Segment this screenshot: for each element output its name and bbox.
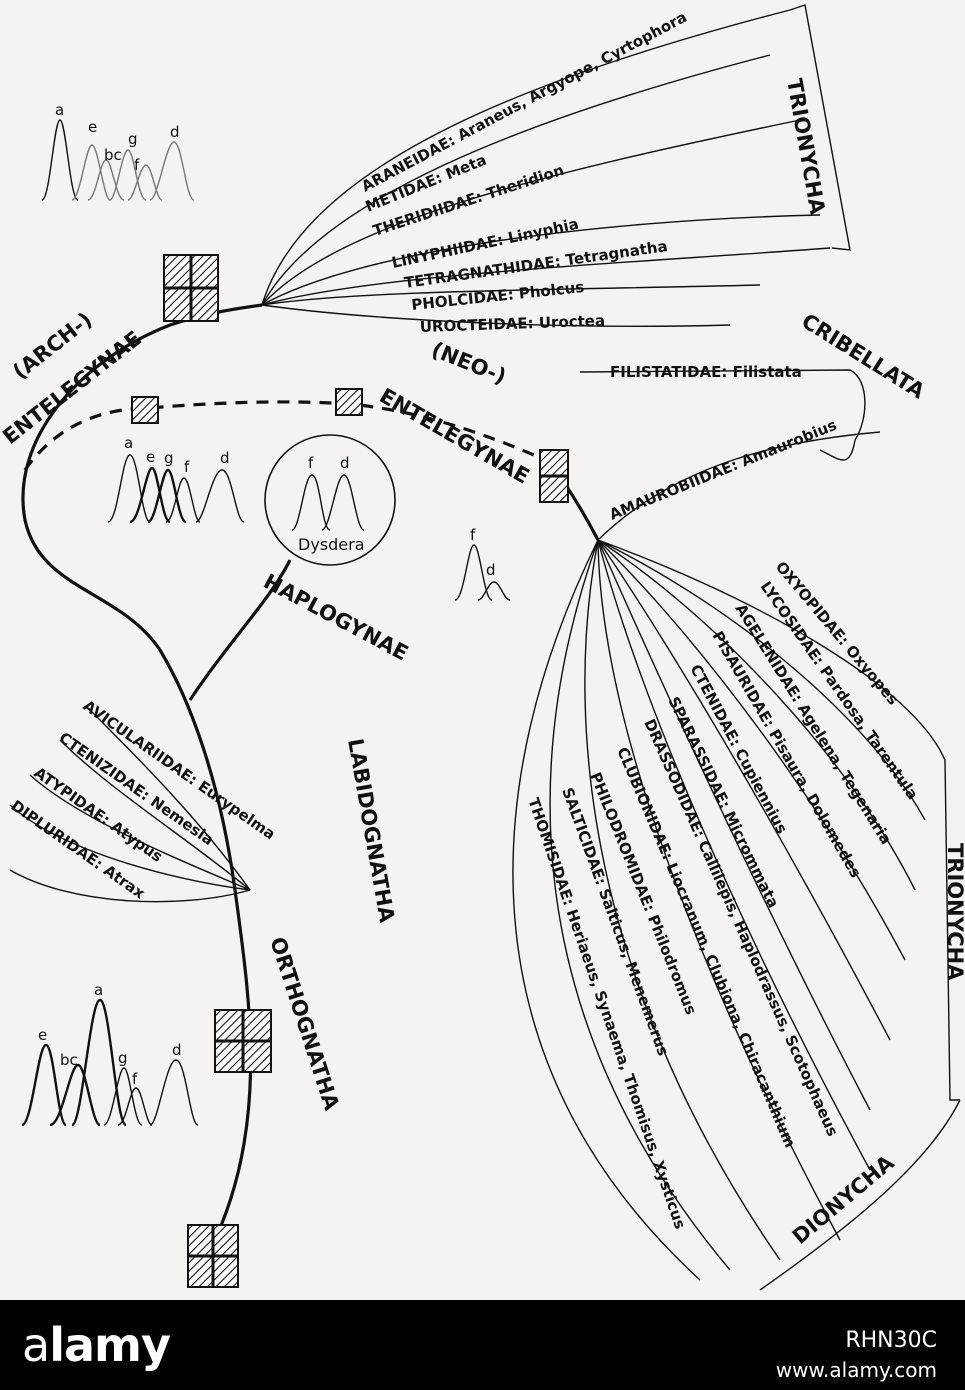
lower-family-branches bbox=[512, 539, 941, 1281]
peak-label: g bbox=[164, 449, 174, 467]
peak-label: e bbox=[88, 118, 97, 136]
peak-label: a bbox=[94, 981, 103, 999]
cribellata-link bbox=[819, 439, 856, 461]
peak-label: f bbox=[132, 1070, 138, 1088]
lower-family-labels: OXYOPIDAE: Oxyopes LYCOSIDAE: Pardosa, T… bbox=[524, 558, 922, 1231]
peak-label: f bbox=[134, 156, 140, 174]
node-square-amaurobius bbox=[539, 449, 569, 503]
family-atypidae: ATYPIDAE: Atypus bbox=[31, 764, 166, 866]
peak-label: d bbox=[486, 561, 496, 579]
dashed-entelegynae-line bbox=[23, 400, 551, 471]
upper-family-branches bbox=[261, 9, 831, 327]
peak-label: bc bbox=[104, 146, 122, 164]
phylogeny-figure: ARANEIDAE: Araneus, Argyope, Cyrtophora … bbox=[0, 0, 965, 1300]
peaks-inset-dysdera: f d bbox=[291, 454, 365, 531]
family-araneidae: ARANEIDAE: Araneus, Argyope, Cyrtophora bbox=[358, 8, 689, 196]
peaks-inset-neo: f d bbox=[454, 526, 511, 601]
node-square-arch bbox=[131, 396, 159, 424]
group-haplogynae: HAPLOGYNAE bbox=[260, 569, 412, 665]
dysdera-circle bbox=[264, 434, 396, 566]
peak-label: e bbox=[146, 448, 155, 466]
watermark-url: www.alamy.com bbox=[775, 1358, 937, 1382]
peak-label: d bbox=[170, 123, 180, 141]
peak-label: g bbox=[118, 1049, 128, 1067]
peaks-inset-arch: a e g f d bbox=[107, 434, 245, 524]
dysdera-label: Dysdera bbox=[298, 535, 365, 554]
upper-family-labels: ARANEIDAE: Araneus, Argyope, Cyrtophora … bbox=[358, 8, 689, 336]
peak-label: d bbox=[172, 1041, 182, 1059]
group-labidognatha: LABIDOGNATHA bbox=[343, 737, 399, 925]
image-id: RHN30C bbox=[845, 1328, 937, 1353]
peaks-inset-top: a e g bc f d bbox=[41, 101, 195, 201]
group-trionycha-right: TRIONYCHA bbox=[943, 843, 965, 981]
haplo-to-neo-branch bbox=[188, 559, 292, 701]
family-amaurobiidae: AMAUROBIIDAE: Amaurobius bbox=[607, 416, 840, 524]
peaks-inset-ortho: e a bc g f d bbox=[20, 981, 199, 1127]
peak-label: e bbox=[38, 1026, 47, 1044]
node-square-bottom bbox=[187, 1224, 239, 1288]
trionycha-right-bracket bbox=[939, 749, 960, 1101]
filistatidae-branch bbox=[579, 369, 866, 441]
dionycha-bracket bbox=[759, 1099, 961, 1291]
group-dionycha: DIONYCHA bbox=[788, 1150, 899, 1249]
group-neo-entelegynae: ENTELEGYNAE bbox=[376, 384, 534, 489]
labidognatha-trunk bbox=[21, 303, 263, 1251]
alamy-logo: aalamylamy bbox=[22, 1318, 171, 1372]
peak-label: a bbox=[124, 434, 133, 452]
phylogeny-diagram: ARANEIDAE: Araneus, Argyope, Cyrtophora … bbox=[0, 4, 965, 1291]
family-dipluridae: DIPLURIDAE: Atrax bbox=[8, 797, 149, 903]
group-orthognatha: ORTHOGNATHA bbox=[265, 934, 344, 1114]
amaurobiidae-branch bbox=[597, 431, 881, 541]
family-filistatidae: FILISTATIDAE: Filistata bbox=[610, 363, 802, 381]
node-square-upper bbox=[163, 254, 219, 322]
watermark-banner: aalamylamy RHN30C www.alamy.com bbox=[0, 1300, 965, 1390]
peak-label: f bbox=[308, 454, 314, 472]
peak-label: a bbox=[55, 101, 64, 119]
logo-dot: a bbox=[22, 1318, 50, 1372]
orthognatha-family-labels: AVICULARIIDAE: Eurypelma CTENIZIDAE: Nem… bbox=[8, 697, 279, 903]
family-urocteidae: UROCTEIDAE: Uroctea bbox=[420, 312, 606, 336]
node-square-neo bbox=[335, 388, 363, 416]
peak-label: g bbox=[128, 130, 138, 148]
peak-label: f bbox=[470, 526, 476, 544]
node-square-ortho bbox=[214, 1009, 272, 1073]
trionycha-top-bracket bbox=[789, 4, 851, 251]
orthognatha-branches bbox=[9, 709, 251, 903]
peak-label: d bbox=[220, 449, 230, 467]
group-neo-prefix: (NEO-) bbox=[428, 337, 509, 389]
peak-label: d bbox=[340, 454, 350, 472]
peak-label: f bbox=[184, 458, 190, 476]
peak-label: bc bbox=[60, 1051, 78, 1069]
